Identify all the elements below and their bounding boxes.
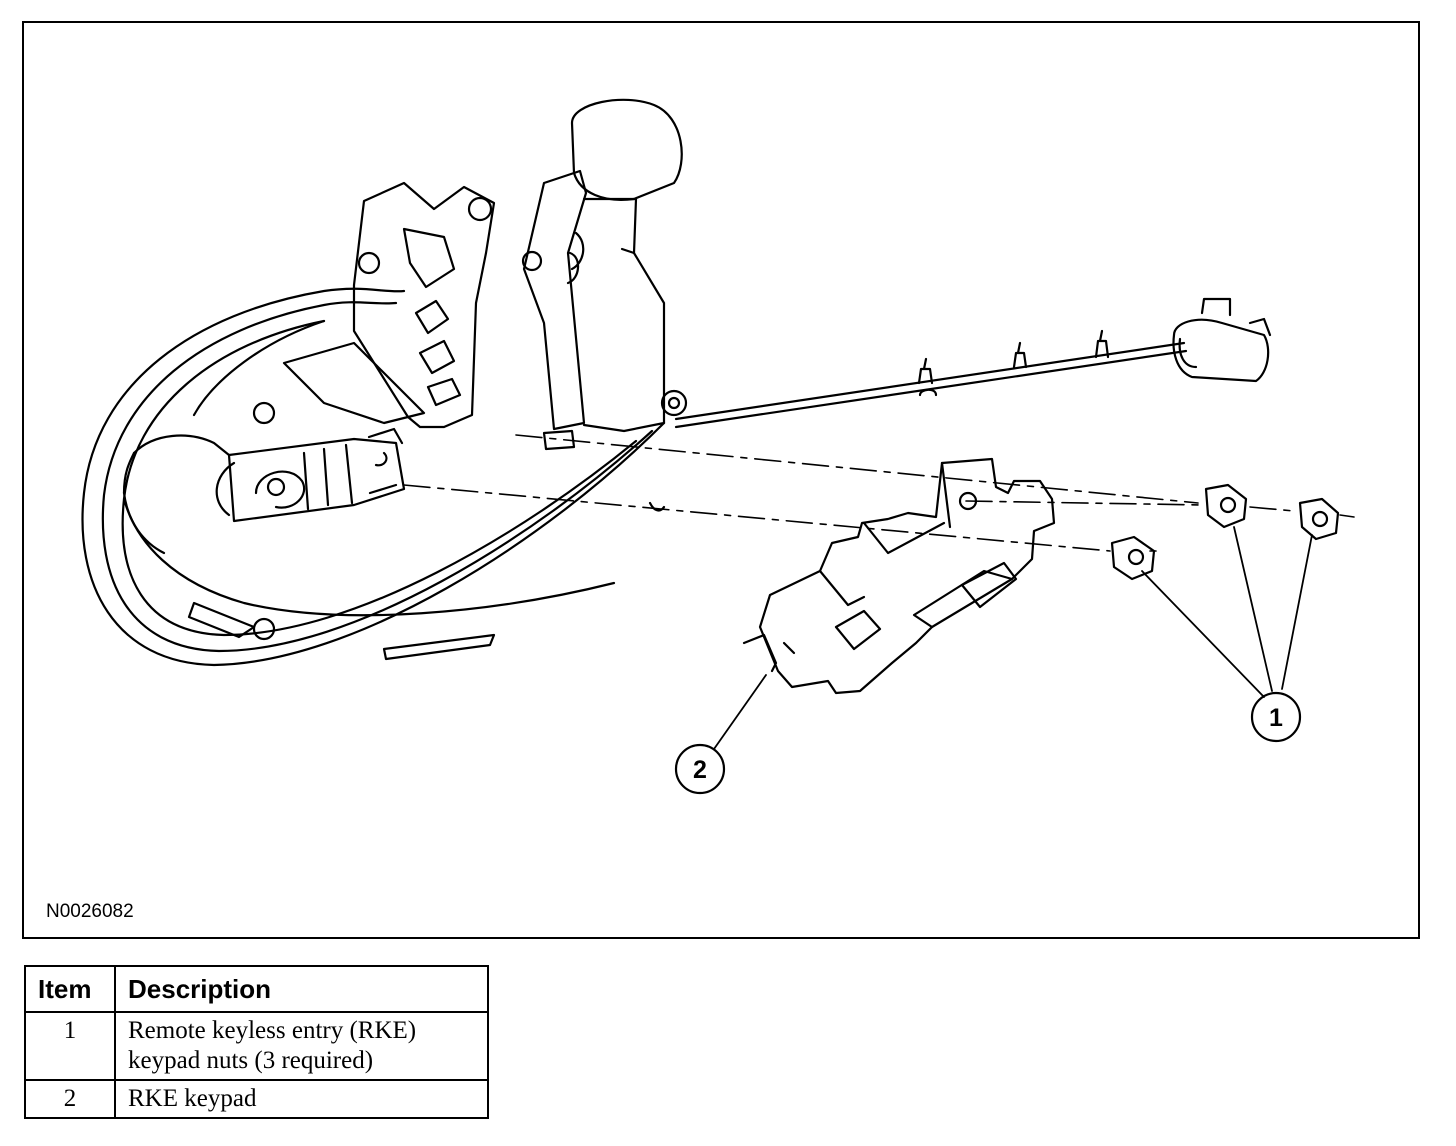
callout-1-label: 1	[1269, 704, 1283, 732]
legend-header-item: Item	[24, 965, 116, 1013]
rke-keypad-nuts	[1110, 483, 1340, 581]
callout-2-circle	[674, 743, 726, 795]
door-handle-housing	[81, 287, 666, 667]
linkage-arms	[352, 169, 588, 431]
callout-2-label: 2	[693, 756, 707, 784]
table-row: 1 Remote keyless entry (RKE) keypad nuts…	[24, 1011, 489, 1081]
handle-lever	[122, 427, 406, 555]
exploded-view-drawing: 1 2	[81, 98, 1355, 795]
legend-header-row: Item Description	[24, 965, 489, 1013]
figure-code: N0026082	[46, 901, 134, 922]
legend-item-description: RKE keypad	[114, 1079, 489, 1119]
legend-description-line: RKE keypad	[128, 1085, 257, 1112]
callout-1-circle	[1250, 691, 1302, 743]
lock-cylinder	[570, 98, 688, 433]
legend-item-number: 1	[24, 1011, 116, 1081]
diagram-frame: 1 2 N0026082	[22, 21, 1420, 939]
legend-item-number: 2	[24, 1079, 116, 1119]
legend-description-line: keypad nuts (3 required)	[128, 1047, 374, 1074]
actuator-rod	[674, 297, 1272, 429]
legend-header-description: Description	[114, 965, 489, 1013]
legend-table: Item Description 1 Remote keyless entry …	[24, 965, 489, 1119]
alignment-lines	[403, 434, 1355, 552]
leader-lines	[713, 526, 1313, 750]
rke-keypad	[742, 457, 1056, 695]
legend-description-line: Remote keyless entry (RKE)	[128, 1017, 417, 1044]
housing-details	[187, 341, 666, 661]
legend-item-description: Remote keyless entry (RKE) keypad nuts (…	[114, 1011, 489, 1081]
table-row: 2 RKE keypad	[24, 1079, 489, 1119]
